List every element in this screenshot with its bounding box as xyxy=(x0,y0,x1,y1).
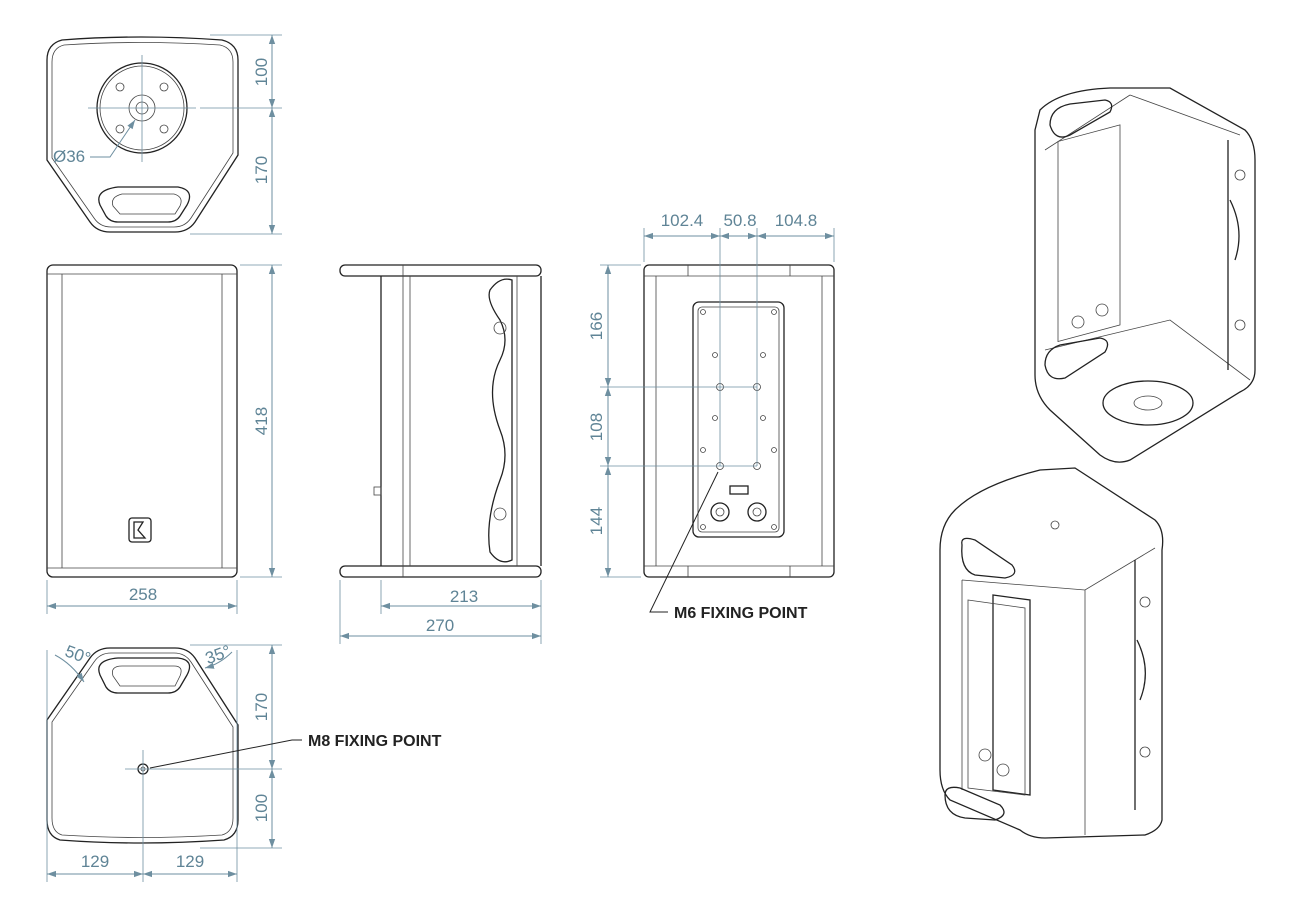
front-view: 418 258 xyxy=(46,264,282,614)
output-connector xyxy=(747,502,767,522)
rear-connector-plate xyxy=(692,301,785,538)
side-depth-body: 213 xyxy=(450,587,478,606)
m8-fixing-point-label: M8 FIXING POINT xyxy=(308,733,442,750)
front-height: 418 xyxy=(252,407,271,435)
input-connector xyxy=(710,502,730,522)
angle-right: 35° xyxy=(203,642,234,669)
top-dim-front: 100 xyxy=(252,58,271,86)
rear-view: 102.4 50.8 104.8 166 108 144 M6 FIXING P… xyxy=(587,211,835,622)
angle-left: 50° xyxy=(63,642,94,669)
rear-dim-lower: 144 xyxy=(587,507,606,535)
pole-socket-diameter: Ø36 xyxy=(53,147,85,166)
top-view: 100 170 Ø36 xyxy=(46,34,282,235)
side-depth-total: 270 xyxy=(426,616,454,635)
side-view: 213 270 xyxy=(339,264,542,644)
bottom-dim-front: 100 xyxy=(252,794,271,822)
handle xyxy=(98,186,191,223)
bottom-half-left: 129 xyxy=(81,852,109,871)
isometric-view-bottom xyxy=(1034,87,1256,463)
handle xyxy=(98,657,191,694)
bottom-dim-back: 170 xyxy=(252,693,271,721)
top-dim-back: 170 xyxy=(252,156,271,184)
bottom-view: 170 100 129 129 50° 35° M8 FIXING POINT xyxy=(46,642,442,882)
bottom-half-right: 129 xyxy=(176,852,204,871)
rear-dim-left: 102.4 xyxy=(661,211,704,230)
rear-dim-center: 50.8 xyxy=(723,211,756,230)
rear-dim-middle: 108 xyxy=(587,413,606,441)
brand-logo xyxy=(128,517,152,543)
rear-dim-upper: 166 xyxy=(587,312,606,340)
isometric-view-top xyxy=(939,467,1164,839)
rear-dim-right: 104.8 xyxy=(775,211,818,230)
data-connector xyxy=(729,485,749,495)
front-width: 258 xyxy=(129,585,157,604)
m6-fixing-point-label: M6 FIXING POINT xyxy=(674,605,808,622)
